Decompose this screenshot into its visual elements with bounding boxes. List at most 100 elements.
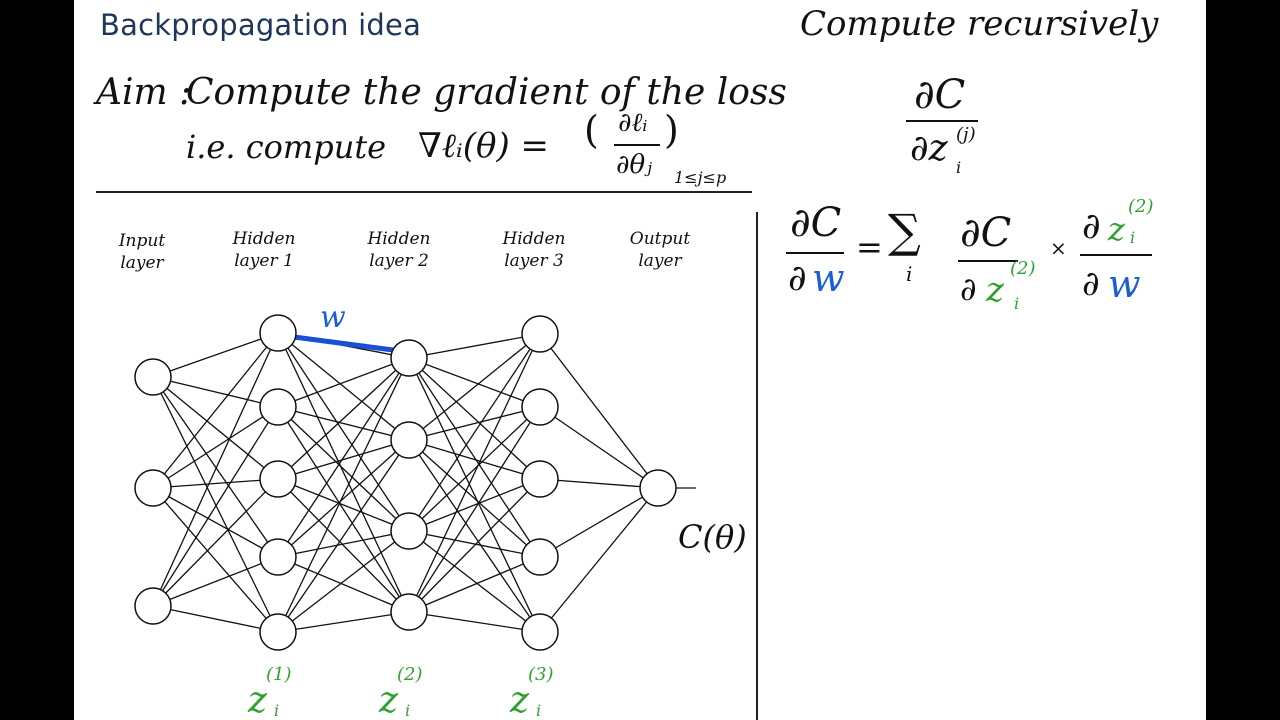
chain-rhs-num-d: ∂ bbox=[1082, 206, 1101, 247]
z-label-sub-1: i bbox=[274, 701, 279, 720]
aim-label: Aim : bbox=[96, 72, 192, 113]
neuron-3-1 bbox=[521, 388, 559, 426]
layer-label-1-1: layer 1 bbox=[234, 251, 294, 271]
chain-mid-bar bbox=[958, 260, 1018, 262]
edge-0-2-4 bbox=[152, 605, 279, 633]
chain-lhs-den-d: ∂ bbox=[788, 258, 807, 299]
neuron-3-3 bbox=[521, 538, 559, 576]
z-label-sub-2: i bbox=[405, 701, 410, 720]
edge-1-2-0 bbox=[277, 357, 410, 480]
recursive-fraction-den: ∂z bbox=[910, 128, 948, 169]
chain-rhs-den-d: ∂ bbox=[1082, 264, 1100, 304]
edge-2-1-0 bbox=[408, 333, 541, 441]
neuron-1-3 bbox=[259, 538, 297, 576]
edge-1-4-3 bbox=[277, 611, 410, 633]
slide: Backpropagation idea Aim : Compute the g… bbox=[74, 0, 1206, 720]
edge-1-0-3 bbox=[277, 332, 410, 613]
layer-label-2-0: Hidden bbox=[366, 229, 430, 249]
edge-2-2-1 bbox=[408, 406, 541, 532]
edge-1-2-1 bbox=[277, 439, 410, 480]
chain-lhs-num: ∂C bbox=[790, 200, 842, 246]
edge-0-2-1 bbox=[152, 406, 279, 607]
chain-mid-sup: (2) bbox=[1010, 258, 1036, 279]
edge-1-4-2 bbox=[277, 530, 410, 633]
layer-label-1-0: Hidden bbox=[231, 229, 295, 249]
page-title: Backpropagation idea bbox=[100, 8, 422, 42]
output-label: C(θ) bbox=[678, 518, 747, 556]
gradient-range: 1≤j≤p bbox=[674, 168, 727, 187]
layer-label-2-1: layer 2 bbox=[369, 251, 429, 271]
gradient-fraction-bar bbox=[614, 144, 660, 146]
edge-0-0-1 bbox=[152, 376, 279, 408]
chain-lhs-den-w: w bbox=[812, 256, 845, 300]
edge-0-1-3 bbox=[152, 487, 279, 558]
neuron-3-0 bbox=[521, 315, 559, 353]
chain-lhs-bar bbox=[786, 252, 844, 254]
recursive-fraction-sup: (j) bbox=[956, 124, 976, 145]
recursive-fraction-num: ∂C bbox=[914, 72, 966, 118]
chain-rhs-den-w: w bbox=[1108, 262, 1141, 306]
z-label-sup-3: (3) bbox=[528, 664, 554, 685]
neuron-0-2 bbox=[134, 587, 172, 625]
edge-2-2-3 bbox=[408, 530, 541, 558]
recursive-fraction-sub: i bbox=[956, 158, 962, 177]
edge-0-1-1 bbox=[152, 406, 279, 489]
chain-rhs-sub: i bbox=[1130, 228, 1136, 247]
vertical-divider bbox=[756, 212, 758, 720]
edge-2-1-4 bbox=[408, 439, 541, 633]
edge-1-3-2 bbox=[277, 530, 410, 558]
neuron-1-4 bbox=[259, 613, 297, 651]
layer-label-3-0: Hidden bbox=[501, 229, 565, 249]
edge-2-0-1 bbox=[408, 357, 541, 408]
edge-3-4-0 bbox=[539, 487, 659, 633]
neuron-0-1 bbox=[134, 469, 172, 507]
edge-2-2-2 bbox=[408, 478, 541, 532]
chain-sum: ∑ bbox=[888, 204, 921, 258]
chain-rhs-num-z: z bbox=[1108, 210, 1125, 248]
recursive-heading: Compute recursively bbox=[800, 4, 1159, 44]
edge-2-3-0 bbox=[408, 333, 541, 613]
edge-3-1-0 bbox=[539, 406, 659, 489]
chain-sum-index: i bbox=[906, 262, 913, 286]
ie-text: i.e. compute bbox=[186, 128, 387, 166]
edge-1-1-1 bbox=[277, 406, 410, 441]
chain-rhs-sup: (2) bbox=[1128, 196, 1154, 217]
z-label-base-3: z bbox=[509, 680, 530, 720]
edge-1-0-1 bbox=[277, 332, 410, 441]
neuron-0-0 bbox=[134, 358, 172, 396]
edge-2-0-2 bbox=[408, 357, 541, 480]
layer-label-4-0: Output bbox=[630, 229, 691, 249]
neuron-2-2 bbox=[390, 512, 428, 550]
edge-2-0-3 bbox=[408, 357, 541, 558]
neuron-1-0 bbox=[259, 314, 297, 352]
aim-text: Compute the gradient of the loss bbox=[186, 72, 787, 113]
edge-1-3-3 bbox=[277, 556, 410, 613]
chain-equals: = bbox=[856, 228, 883, 266]
neuron-4-0 bbox=[639, 469, 677, 507]
weight-w-edge bbox=[291, 334, 396, 353]
z-label-sup-1: (1) bbox=[266, 664, 292, 685]
edge-2-1-2 bbox=[408, 439, 541, 480]
edge-0-0-4 bbox=[152, 376, 279, 633]
gradient-fraction-den: ∂θⱼ bbox=[616, 150, 652, 180]
gradient-formula: ∇ℓᵢ(θ) = bbox=[418, 126, 550, 166]
weight-w-label: w bbox=[320, 300, 346, 335]
edge-2-0-4 bbox=[408, 357, 541, 633]
edge-1-0-2 bbox=[277, 332, 410, 532]
edge-2-2-4 bbox=[408, 530, 541, 633]
edge-2-1-1 bbox=[408, 406, 541, 441]
layer-label-0-0: Input bbox=[118, 231, 165, 251]
neuron-1-2 bbox=[259, 460, 297, 498]
z-label-sup-2: (2) bbox=[397, 664, 423, 685]
neuron-3-2 bbox=[521, 460, 559, 498]
edge-2-3-3 bbox=[408, 556, 541, 613]
edge-0-2-2 bbox=[152, 478, 279, 607]
neuron-3-4 bbox=[521, 613, 559, 651]
chain-mid-num: ∂C bbox=[960, 210, 1012, 256]
edge-2-3-4 bbox=[408, 611, 541, 633]
chain-rhs-bar bbox=[1080, 254, 1152, 256]
edge-1-2-3 bbox=[277, 478, 410, 613]
edge-0-0-2 bbox=[152, 376, 279, 480]
